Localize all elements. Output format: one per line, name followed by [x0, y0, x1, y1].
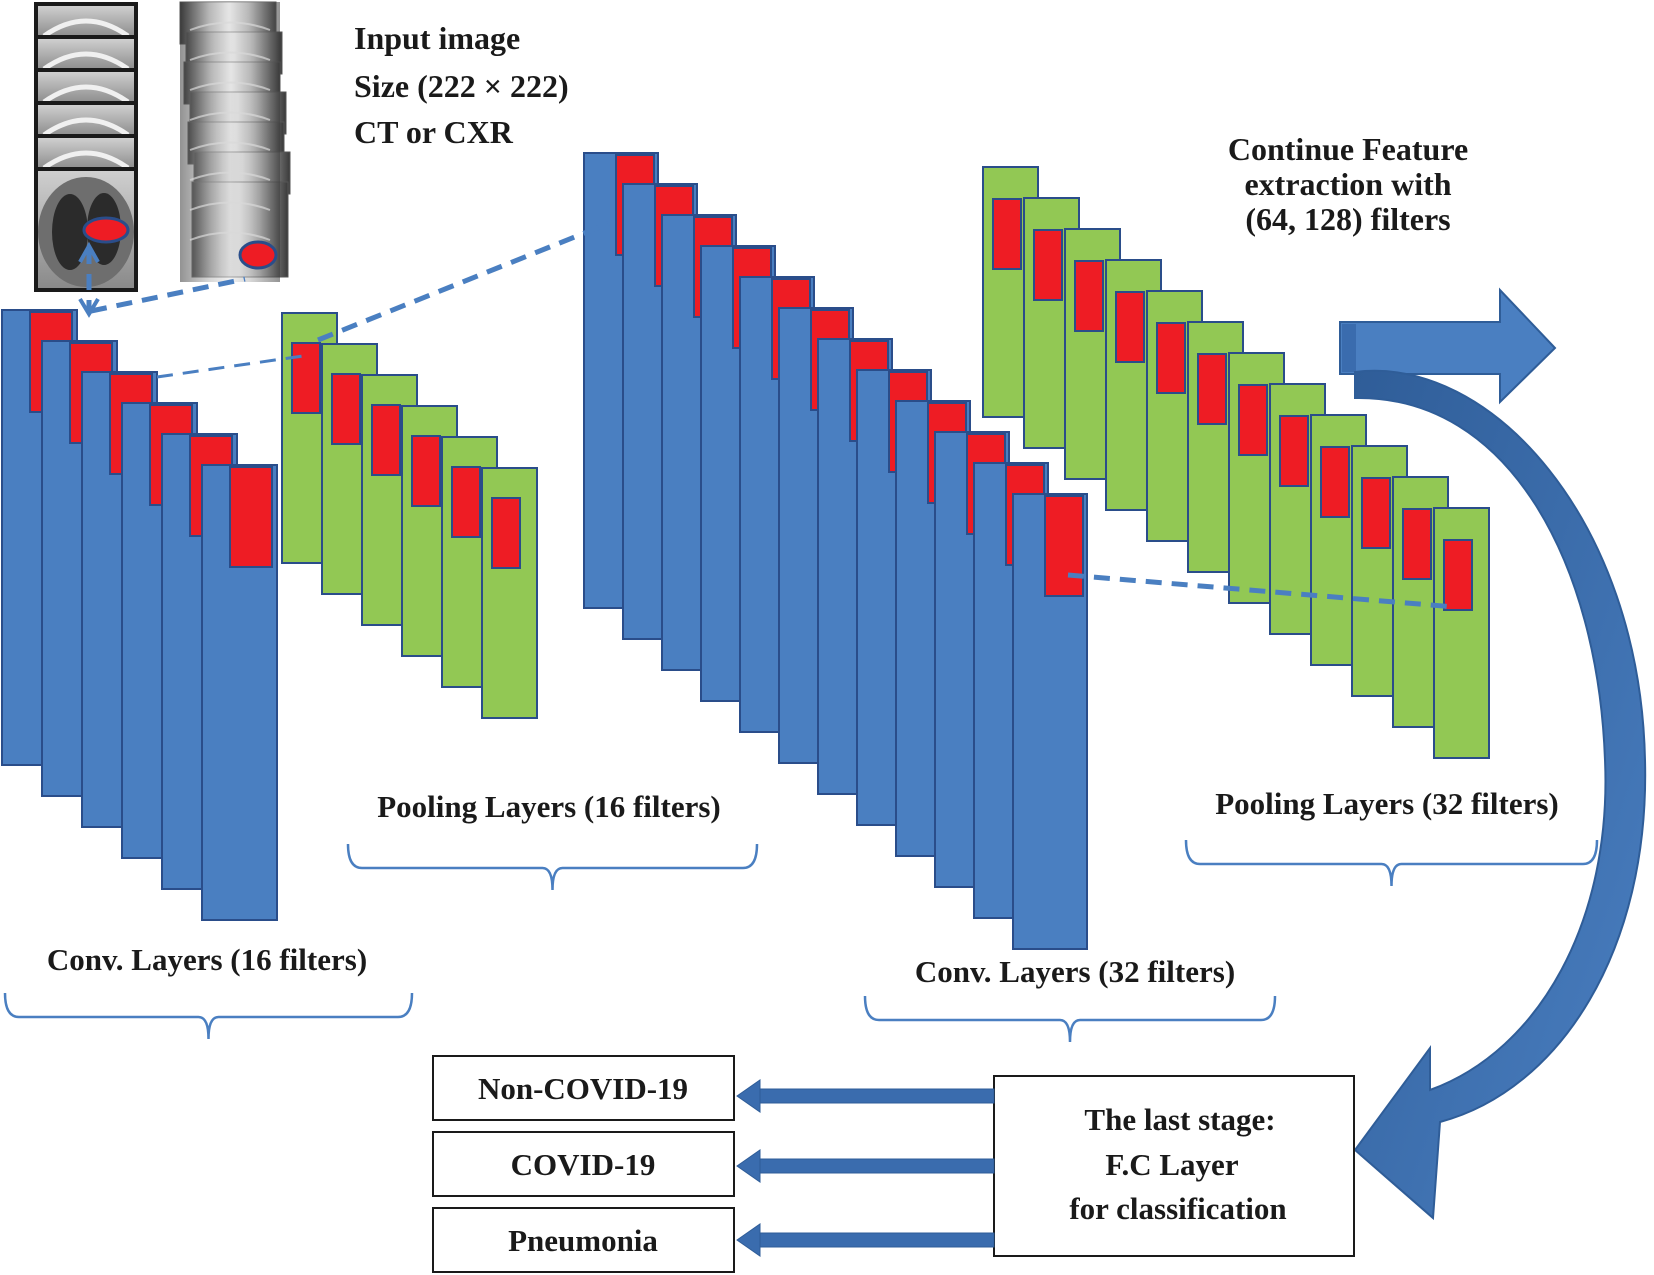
- pool32-kernel: [1238, 384, 1268, 456]
- class-arrow-shaft: [755, 1232, 995, 1248]
- connector-lines-top: [78, 219, 1456, 610]
- left-arrow-icon: [736, 1149, 761, 1183]
- conv-layers-32: [583, 152, 1088, 950]
- pool16-kernel: [411, 435, 441, 507]
- class-arrow-shaft: [755, 1088, 995, 1104]
- pool-layers-16: [281, 312, 538, 719]
- output-box: [432, 1055, 735, 1121]
- pool16-label: Pooling Layers (16 filters): [377, 789, 721, 824]
- pool32-kernel: [1443, 539, 1473, 611]
- continue-note: Continue Feature extraction with (64, 12…: [1228, 131, 1468, 237]
- ct-rib-arc: [42, 51, 130, 72]
- cxr-lesion-marker: [238, 240, 278, 270]
- pool16-bracket: [346, 843, 759, 891]
- ct-rib-arc: [42, 84, 130, 105]
- pool32-kernel: [1156, 322, 1186, 394]
- output-box: [432, 1207, 735, 1273]
- conv16-bracket: [3, 992, 414, 1040]
- input-modality: CT or CXR: [354, 114, 514, 150]
- continue-line-3: (64, 128) filters: [1245, 201, 1450, 237]
- left-arrow-icon: [736, 1079, 761, 1113]
- pool32-kernel: [1074, 260, 1104, 332]
- cxr-image-stack: [179, 1, 291, 282]
- input-size: Size (222 × 222): [354, 68, 569, 104]
- pool16-kernel: [331, 373, 361, 445]
- pool32-label: Pooling Layers (32 filters): [1215, 786, 1559, 821]
- pool32-kernel: [992, 198, 1022, 270]
- class-arrow-shaft: [755, 1158, 995, 1174]
- ct-rib-arc: [42, 18, 130, 39]
- cxr-rib: [189, 21, 271, 31]
- classification-arrows: [736, 1079, 995, 1257]
- cxr-rib: [189, 111, 271, 121]
- pool-to-conv32-dash: [317, 219, 613, 343]
- arrow-tail-shade: [1342, 324, 1356, 372]
- pool16-kernel: [491, 497, 521, 569]
- ct-rib-arc: [42, 150, 130, 171]
- fc-box-frame: [993, 1075, 1355, 1257]
- output-box: [432, 1131, 735, 1197]
- continue-line-2: extraction with: [1244, 166, 1451, 202]
- conv-layers-16: [1, 309, 278, 921]
- ct-rib-arc: [42, 117, 130, 138]
- pool32-kernel: [1402, 508, 1432, 580]
- pool32-kernel: [1033, 229, 1063, 301]
- cxr-rib: [189, 141, 271, 151]
- pool32-kernel: [1115, 291, 1145, 363]
- conv32-kernel: [1044, 495, 1084, 597]
- output-label: Pneumonia: [508, 1223, 658, 1258]
- fc-line-1: The last stage:: [1084, 1102, 1275, 1137]
- up-arrowhead-icon: [78, 241, 100, 263]
- curved-arrow-icon: [1353, 369, 1647, 1221]
- curved-arrow: [1353, 369, 1647, 1221]
- input-to-conv-dash-2: [90, 276, 246, 314]
- down-arrowhead-icon: [78, 297, 100, 318]
- pool32-kernel: [1197, 353, 1227, 425]
- pool32-kernel: [1320, 446, 1350, 518]
- cxr-rib: [189, 81, 271, 91]
- conv16-kernel: [229, 466, 273, 568]
- left-arrow-icon: [736, 1223, 761, 1257]
- brackets: [3, 839, 1599, 1043]
- fc-layer-box: The last stage: F.C Layer for classifica…: [993, 1075, 1355, 1257]
- pool16-kernel: [371, 404, 401, 476]
- cxr-rib: [189, 231, 271, 241]
- output-label: COVID-19: [511, 1147, 656, 1182]
- ct-lung-left: [52, 194, 88, 270]
- cxr-rib: [189, 171, 271, 181]
- fc-line-3: for classification: [1069, 1191, 1286, 1226]
- input-title: Input image: [354, 20, 520, 56]
- conv32-label: Conv. Layers (32 filters): [915, 954, 1235, 989]
- continue-line-1: Continue Feature: [1228, 131, 1468, 167]
- cxr-rib: [189, 201, 271, 211]
- cxr-rib: [189, 51, 271, 61]
- conv16-label: Conv. Layers (16 filters): [47, 942, 367, 977]
- fc-line-2: F.C Layer: [1105, 1147, 1238, 1182]
- pool32-kernel: [1279, 415, 1309, 487]
- pool16-kernel: [291, 342, 321, 414]
- ct-lesion-marker: [82, 216, 130, 244]
- output-label: Non-COVID-19: [478, 1071, 688, 1106]
- pool32-kernel: [1361, 477, 1391, 549]
- conv32-to-pool32-dash: [1067, 572, 1456, 610]
- pool16-kernel: [451, 466, 481, 538]
- conv32-bracket: [863, 995, 1277, 1043]
- input-description: Input image Size (222 × 222) CT or CXR: [354, 20, 569, 150]
- pool32-bracket: [1184, 839, 1599, 887]
- ct-image-stack: [34, 2, 138, 292]
- pool-layers-32: [982, 166, 1490, 759]
